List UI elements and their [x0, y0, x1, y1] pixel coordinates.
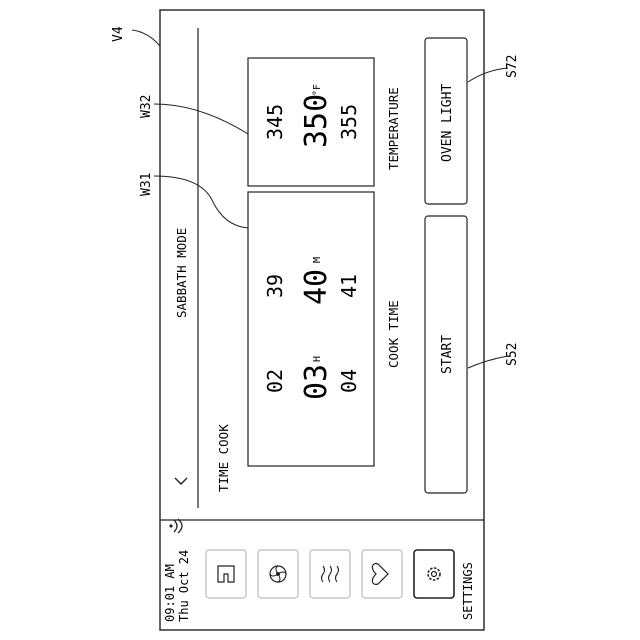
callout-s72: S72	[468, 55, 520, 82]
minutes-next: 41	[337, 274, 361, 298]
start-button[interactable]: START	[425, 216, 467, 493]
back-chevron-icon[interactable]	[175, 478, 187, 484]
hours-unit: H	[312, 356, 323, 362]
svg-text:Thu Oct 24: Thu Oct 24	[177, 550, 191, 622]
hours-prev: 02	[263, 369, 287, 393]
temperature-label: TEMPERATURE	[386, 87, 401, 170]
oven-light-button[interactable]: OVEN LIGHT	[425, 38, 467, 204]
temperature-current: 350	[299, 94, 334, 148]
callout-w31: W31	[139, 173, 248, 228]
callout-w32: W32	[139, 95, 248, 134]
svg-text:TIME COOK: TIME COOK	[216, 424, 231, 492]
svg-text:START: START	[440, 335, 455, 374]
wifi-icon	[169, 519, 182, 533]
svg-text:SABBATH MODE: SABBATH MODE	[174, 228, 189, 318]
minutes-prev: 39	[263, 274, 287, 298]
svg-text:SETTINGS: SETTINGS	[461, 562, 475, 620]
favorite-icon[interactable]	[362, 550, 402, 598]
svg-text:S72: S72	[505, 55, 520, 78]
svg-text:W31: W31	[139, 173, 154, 196]
settings-label: SETTINGS	[461, 562, 475, 620]
svg-text:TEMPERATURE: TEMPERATURE	[386, 87, 401, 170]
settings-icon[interactable]	[414, 550, 454, 598]
svg-text:COOK TIME: COOK TIME	[386, 300, 401, 368]
hours-current: 03	[299, 364, 334, 400]
minutes-unit: M	[312, 257, 323, 263]
sabbath-mode-label: SABBATH MODE	[174, 228, 189, 318]
temperature-unit: °F	[312, 84, 323, 96]
cook-time-label: COOK TIME	[386, 300, 401, 368]
status-time: 09:01 AM	[163, 564, 177, 622]
svg-text:09:01 AM: 09:01 AM	[163, 564, 177, 622]
temperature-prev: 345	[263, 104, 287, 140]
svg-text:V4: V4	[111, 26, 126, 42]
status-date: Thu Oct 24	[177, 550, 191, 622]
svg-text:OVEN LIGHT: OVEN LIGHT	[440, 84, 455, 162]
home-icon[interactable]	[206, 550, 246, 598]
cook-time-window[interactable]: 02 03 H 04 39 40 M 41	[248, 192, 374, 466]
hours-next: 04	[337, 369, 361, 393]
temperature-next: 355	[337, 104, 361, 140]
callout-v4: V4	[111, 26, 160, 46]
svg-text:W32: W32	[139, 95, 154, 118]
callout-s52: S52	[468, 343, 520, 368]
temperature-window[interactable]: 345 350 °F 355	[248, 58, 374, 186]
steam-icon[interactable]	[310, 550, 350, 598]
minutes-current: 40	[299, 269, 334, 305]
time-cook-label: TIME COOK	[216, 424, 231, 492]
fan-icon[interactable]	[258, 550, 298, 598]
svg-text:S52: S52	[505, 343, 520, 366]
